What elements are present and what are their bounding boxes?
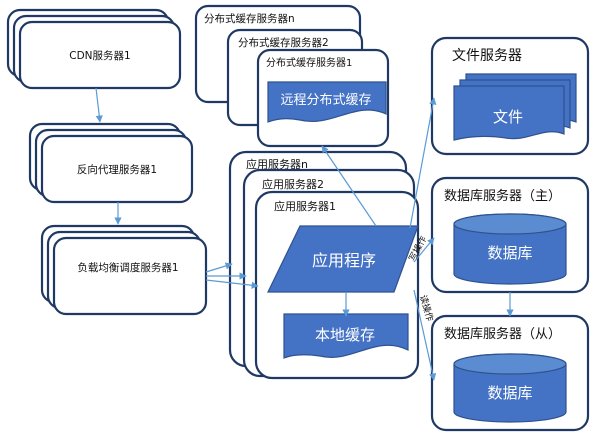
application-program-shape	[267, 225, 419, 293]
file-label: 文件	[493, 108, 523, 126]
reverse-proxy-stack: 反向代理服务器1	[28, 122, 194, 204]
db-slave-server: 数据库服务器（从） 数据库	[430, 314, 590, 432]
db-master-title: 数据库服务器（主）	[444, 188, 561, 204]
edge-app-db-master	[413, 237, 435, 263]
edge-app-db-slave	[413, 289, 437, 381]
connectors	[95, 87, 514, 381]
edge-app-remote-cache	[321, 145, 377, 227]
app-server-label-2: 应用服务器2	[262, 177, 324, 191]
db-slave-title: 数据库服务器（从）	[444, 326, 561, 342]
app-server-label-n: 应用服务器n	[246, 157, 308, 171]
remote-cache-label: 远程分布式缓存	[280, 93, 371, 108]
file-server-title: 文件服务器	[452, 48, 522, 64]
local-cache-shape	[283, 313, 409, 359]
distributed-cache-stack: 分布式缓存服务器n 分布式缓存服务器2 分布式缓存服务器1 远程分布式缓存	[194, 4, 390, 148]
file-server: 文件服务器 文件	[430, 36, 590, 156]
distributed-cache-label-1: 分布式缓存服务器1	[266, 56, 352, 69]
edge-lb-app-n	[205, 262, 233, 273]
cdn-server-label: CDN服务器1	[69, 49, 130, 62]
local-cache-label: 本地缓存	[315, 326, 375, 344]
edge-lb-app-1	[205, 279, 259, 289]
application-program-label: 应用程序	[312, 251, 376, 270]
load-balancer-stack: 负载均衡调度服务器1	[40, 224, 208, 316]
distributed-cache-label-2: 分布式缓存服务器2	[238, 36, 329, 49]
app-server-label-1: 应用服务器1	[274, 199, 336, 213]
file-stack-shape	[453, 85, 565, 141]
edge-cdn-proxy	[95, 87, 103, 123]
db-master-label: 数据库	[487, 244, 532, 262]
db-slave-label: 数据库	[487, 384, 532, 402]
app-server-stack: 应用服务器n 应用服务器2 应用服务器1 应用程序 本地缓存	[228, 150, 420, 380]
distributed-cache-label-n: 分布式缓存服务器n	[204, 12, 295, 25]
reverse-proxy-label: 反向代理服务器1	[77, 163, 157, 176]
remote-cache-shape	[267, 81, 387, 123]
load-balancer-label: 负载均衡调度服务器1	[77, 261, 178, 274]
db-master-server: 数据库服务器（主） 数据库	[430, 176, 590, 294]
edge-app-file	[409, 97, 437, 229]
cdn-server-stack: CDN服务器1	[6, 8, 182, 90]
